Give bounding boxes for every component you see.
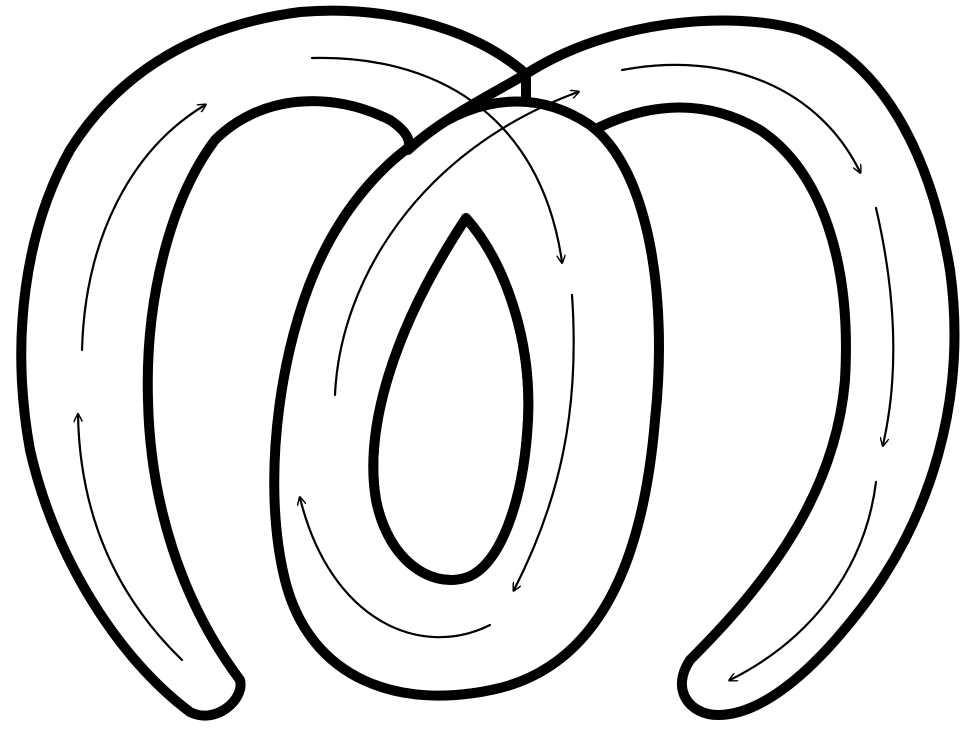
ribbon-diagram (0, 0, 968, 729)
drawing-canvas (0, 0, 968, 729)
